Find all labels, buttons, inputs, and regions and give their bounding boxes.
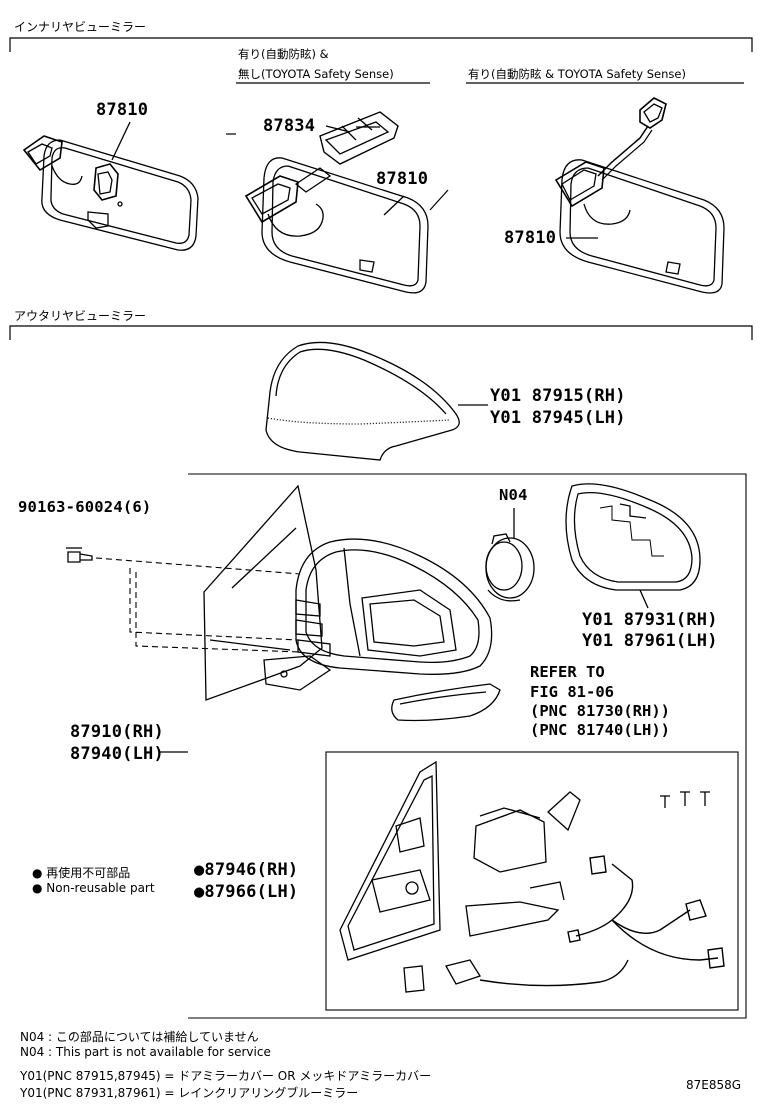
caption-right: 有り(自動防眩 & TOYOTA Safety Sense) [468, 67, 686, 81]
refer-line1: REFER TO [530, 663, 605, 681]
label-cover-lh: Y01 87945(LH) [490, 408, 626, 428]
outer-mirror-section-title: アウタリヤビューミラー [14, 309, 147, 323]
n04-motor [485, 508, 535, 602]
label-mirror-rh: Y01 87931(RH) [582, 610, 718, 630]
footnote-1: N04 : この部品については補給していません [20, 1030, 259, 1044]
refer-line4: (PNC 81740(LH)) [530, 721, 670, 739]
label-sub-lh: ●87966(LH) [194, 882, 299, 902]
inner-mirror-right [554, 97, 725, 294]
footnote-4: Y01(PNC 87931,87961) = レインクリアリングブルーミラー [20, 1086, 359, 1100]
legend-en-text: Non-reusable part [46, 881, 155, 895]
rain-clearing-mirror [565, 483, 701, 609]
sub-assy-frame [325, 751, 739, 1011]
mirror-housing [263, 538, 493, 691]
label-screw: 90163-60024(6) [18, 498, 152, 516]
label-87834: 87834 [263, 116, 316, 136]
refer-line3: (PNC 81730(RH)) [530, 702, 670, 720]
screw-90163 [66, 547, 93, 563]
label-n04: N04 [499, 486, 528, 504]
mirror-glass-panel [203, 484, 323, 701]
caption-middle-line2: 無し(TOYOTA Safety Sense) [238, 67, 394, 81]
legend-jp-text: 再使用不可部品 [46, 866, 131, 880]
label-cover-rh: Y01 87915(RH) [490, 386, 626, 406]
outer-mirror-cover [265, 341, 460, 461]
label-assy-lh: 87940(LH) [70, 744, 164, 764]
small-screws [660, 791, 710, 808]
mirror-retractor-assy [339, 760, 581, 993]
inner-section-bracket [9, 37, 753, 52]
label-mirror-lh: Y01 87961(LH) [582, 631, 718, 651]
inner-mirror-section-title: インナリヤビューミラー [14, 20, 147, 34]
label-sub-rh: ●87946(RH) [194, 860, 299, 880]
footnote-3: Y01(PNC 87915,87945) = ドアミラーカバー OR メッキドア… [20, 1069, 432, 1083]
refer-line2: FIG 81-06 [530, 683, 614, 701]
inner-mirror-middle [244, 111, 429, 294]
figure-code: 87E858G [686, 1078, 742, 1092]
label-87810-left: 87810 [96, 100, 149, 120]
legend-en: ● Non-reusable part [32, 881, 155, 895]
footnote-2: N04 : This part is not available for ser… [20, 1045, 271, 1059]
inner-mirror-left [22, 121, 199, 251]
label-87810-right: 87810 [504, 228, 557, 248]
label-87810-middle: 87810 [376, 169, 429, 189]
outer-section-bracket [9, 325, 753, 340]
caption-middle-line1: 有り(自動防眩) & [238, 47, 329, 61]
turn-signal-lamp [391, 683, 501, 722]
legend-jp: ● 再使用不可部品 [32, 866, 131, 880]
label-assy-rh: 87910(RH) [70, 722, 164, 742]
wire-harness [479, 855, 725, 987]
